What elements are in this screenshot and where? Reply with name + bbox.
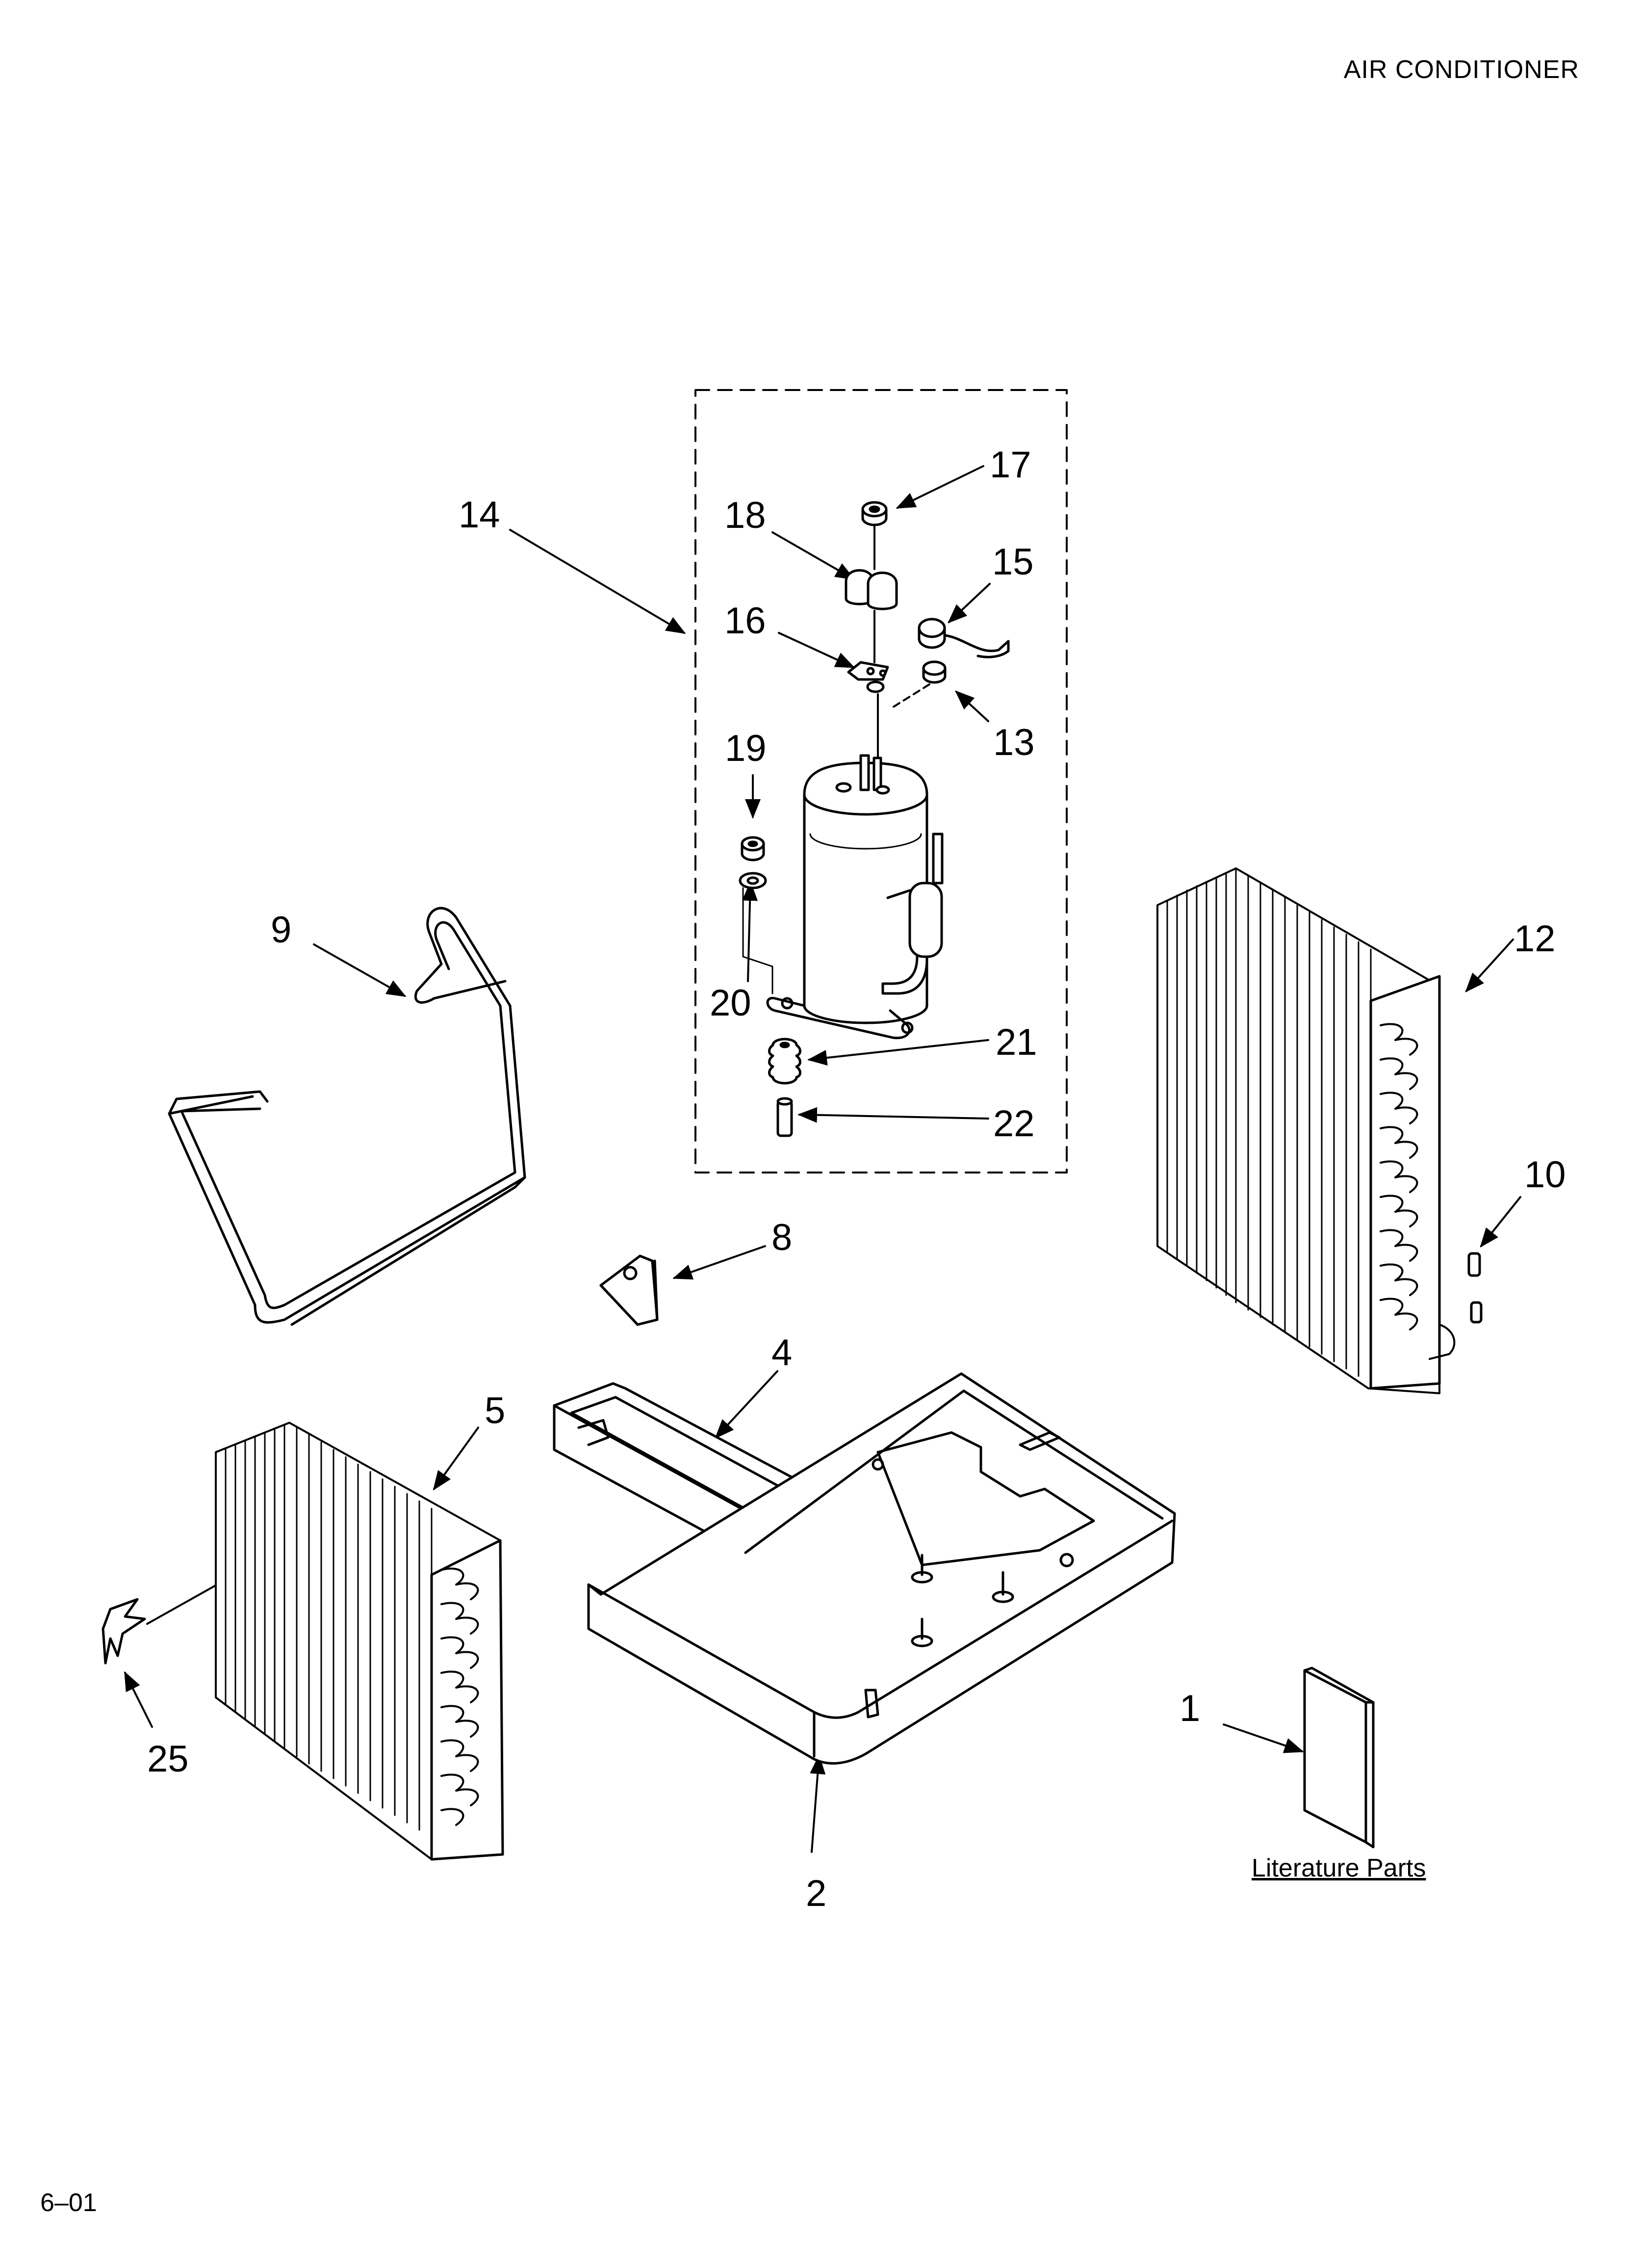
callout-12: 12 [1514, 918, 1556, 960]
part-10-connector [1467, 1252, 1483, 1324]
page-footer-code: 6–01 [40, 2189, 97, 2217]
compressor-assembly-box [694, 389, 1068, 1173]
part-15-overload [918, 618, 1010, 658]
part-19-nut [741, 836, 765, 861]
callout-14: 14 [459, 494, 500, 536]
part-22-sleeve [776, 1097, 793, 1137]
part-8-block [599, 1254, 659, 1326]
callout-13: 13 [993, 722, 1035, 763]
callout-20: 20 [710, 982, 751, 1024]
callout-22: 22 [993, 1103, 1035, 1145]
part-17-nut [861, 501, 888, 526]
callout-17: 17 [990, 444, 1031, 486]
part-21-grommet [768, 1038, 801, 1085]
callout-4: 4 [771, 1332, 793, 1374]
callout-25: 25 [147, 1738, 189, 1780]
callout-21: 21 [996, 1021, 1037, 1063]
callout-15: 15 [992, 541, 1034, 583]
part-25-clip [102, 1598, 146, 1665]
part-12-condenser [1156, 867, 1456, 1394]
callout-8: 8 [771, 1217, 793, 1258]
part-1-literature-booklet [1303, 1667, 1375, 1849]
compressor-body [766, 754, 944, 1040]
leader-lines [124, 465, 1521, 1853]
part-16-bracket [847, 661, 889, 693]
part-2-base-pan [587, 1372, 1176, 1765]
literature-parts-label: Literature Parts [1252, 1854, 1426, 1882]
callout-2: 2 [806, 1873, 827, 1914]
part-18-terminal-cover [845, 569, 898, 610]
callout-1: 1 [1180, 1688, 1201, 1729]
page-header-title: AIR CONDITIONER [1343, 55, 1579, 84]
callout-18: 18 [724, 495, 766, 536]
part-5-evaporator [215, 1422, 504, 1861]
callout-9: 9 [271, 909, 292, 951]
callout-19: 19 [725, 728, 767, 769]
callout-5: 5 [485, 1390, 506, 1432]
callout-16: 16 [724, 600, 766, 642]
part-20-washer [739, 872, 767, 889]
part-9-wire-frame [168, 907, 526, 1326]
part-13-grommet [922, 660, 947, 684]
callout-10: 10 [1524, 1154, 1566, 1196]
